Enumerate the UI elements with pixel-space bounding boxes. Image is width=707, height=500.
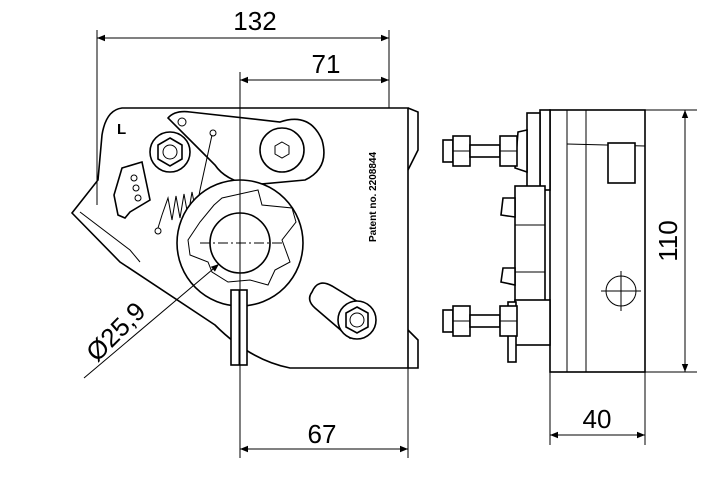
side-middle-block <box>514 185 546 302</box>
dimension-diameter-label: Ø25,9 <box>80 296 151 367</box>
bolt-thread <box>162 144 178 160</box>
side-hook <box>500 267 516 286</box>
dimension-40: 40 <box>549 372 646 445</box>
slot-bolt-thread <box>349 312 365 328</box>
lever-hole <box>177 117 187 127</box>
dimension-110: 110 <box>645 109 697 373</box>
hex-nut-icon <box>345 306 369 334</box>
latch-dot <box>130 174 138 182</box>
plate-edge-line <box>79 211 141 263</box>
latch-dot <box>134 194 142 202</box>
side-bottom-plate <box>514 299 551 346</box>
dimension-67: 67 <box>240 368 409 458</box>
side-hook <box>500 197 516 218</box>
dimension-110-label: 110 <box>653 220 683 261</box>
dimension-40-label: 40 <box>583 404 612 434</box>
stud-top <box>442 135 518 167</box>
right-bracket-top <box>407 107 419 171</box>
cap-screw-head <box>259 127 305 173</box>
right-bracket-bottom <box>407 329 419 369</box>
dimension-71: 71 <box>240 49 390 108</box>
stud-bottom <box>442 305 518 337</box>
ratchet-teeth <box>187 189 297 286</box>
side-top-plate <box>539 109 551 191</box>
spring <box>154 129 217 235</box>
side-top-block <box>526 112 541 188</box>
side-top-cap <box>514 129 528 174</box>
side-view <box>442 109 646 373</box>
dimension-71-label: 71 <box>312 49 341 79</box>
hex-socket-icon <box>274 141 290 159</box>
dimension-132-label: 132 <box>233 6 276 36</box>
patent-text: Patent no. 2208844 <box>368 152 379 242</box>
dimension-132: 132 <box>96 6 390 205</box>
dimension-67-label: 67 <box>308 419 337 449</box>
latch-dot <box>132 184 140 192</box>
side-key <box>607 142 636 184</box>
side-label: L <box>117 121 126 138</box>
latch-block <box>113 160 151 219</box>
hex-nut-icon <box>157 137 183 167</box>
